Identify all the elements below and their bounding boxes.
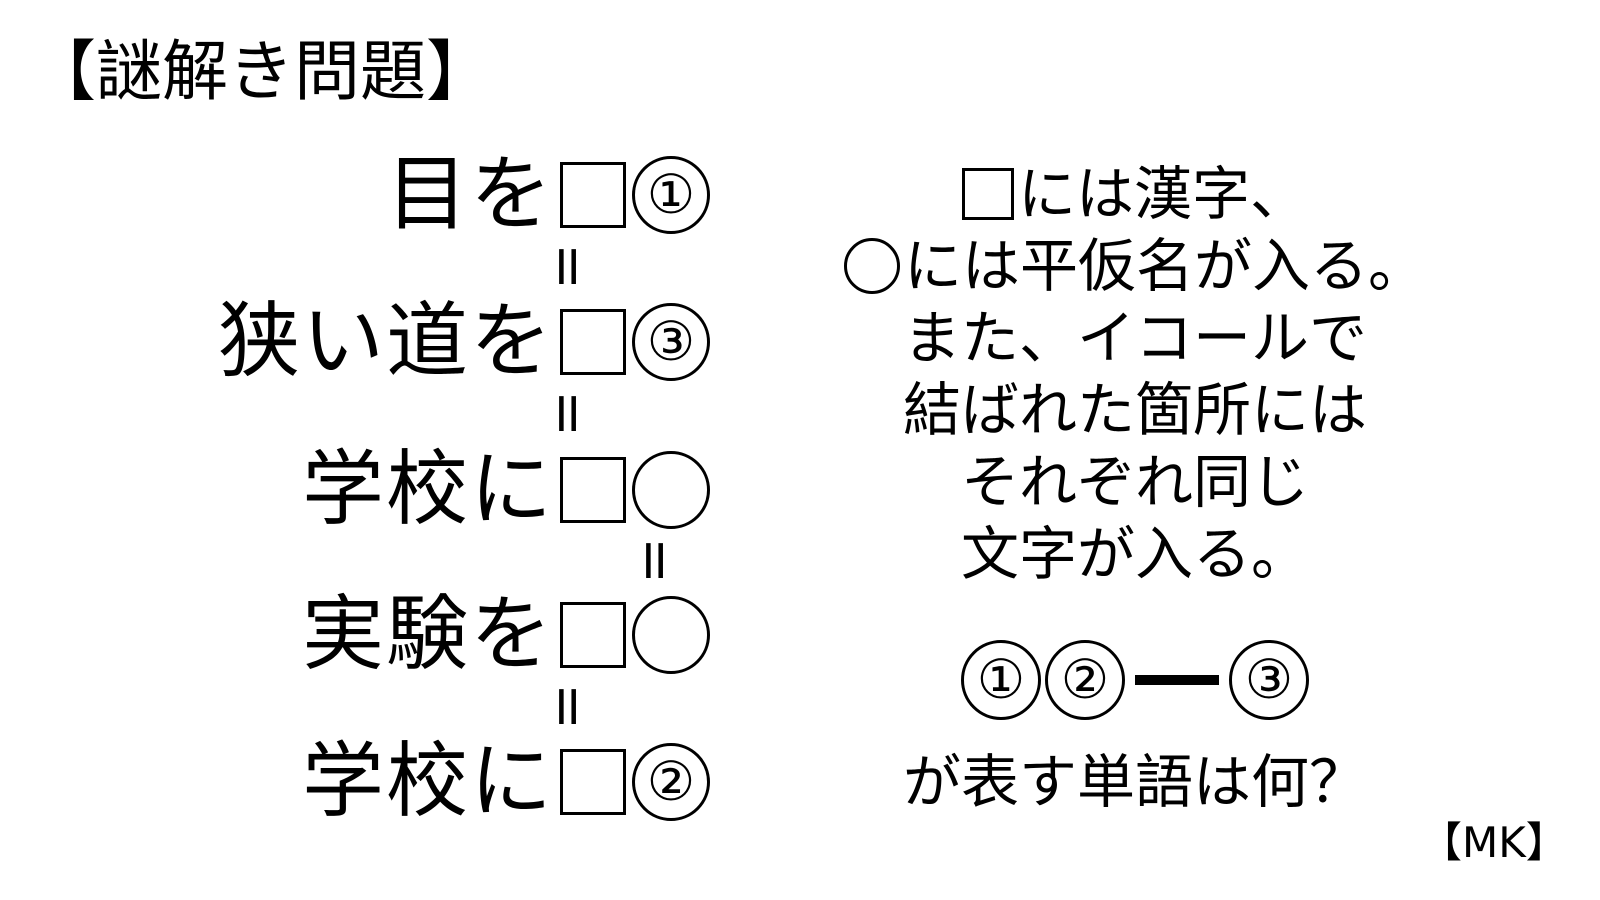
rule-line-1: には漢字、 <box>790 158 1480 230</box>
puzzle-row-1: 目を ① <box>0 145 710 245</box>
rule-line-2-text: には平仮名が入る。 <box>903 232 1426 300</box>
equal-sign-vertical-4: ॥ <box>548 673 582 738</box>
kanji-blank-box <box>560 457 626 523</box>
equal-sign-vertical-1: ॥ <box>548 233 582 298</box>
puzzle-row-2: 狭い道を ③ <box>0 292 710 392</box>
kanji-blank-box <box>560 749 626 815</box>
rule-line-5: それぞれ同じ <box>960 448 1309 516</box>
rule-line-2: には平仮名が入る。 <box>790 230 1480 302</box>
equal-sign-vertical-3: ॥ <box>635 527 669 592</box>
equal-sign-vertical-2: ॥ <box>548 380 582 445</box>
rule-line-3: また、イコールで <box>902 304 1367 372</box>
row-2-text: 狭い道を <box>217 294 554 389</box>
circled-number-3: ③ <box>632 303 710 381</box>
formula-circled-3: ③ <box>1229 640 1309 720</box>
kanji-blank-box <box>560 602 626 668</box>
kanji-blank-box <box>560 309 626 375</box>
puzzle-row-5: 学校に ② <box>0 732 710 832</box>
puzzle-row-3: 学校に <box>0 440 710 540</box>
circled-number-1: ① <box>632 156 710 234</box>
circled-number-2: ② <box>632 743 710 821</box>
formula-circled-1: ① <box>961 640 1041 720</box>
rule-line-4: 結ばれた箇所には <box>902 376 1367 444</box>
formula-circled-2: ② <box>1045 640 1125 720</box>
kanji-blank-box <box>560 162 626 228</box>
hiragana-blank-circle <box>632 596 710 674</box>
row-5-text: 学校に <box>301 734 554 829</box>
question-text: が表す単語は何？ <box>902 748 1367 816</box>
rule-line-6: 文字が入る。 <box>960 520 1309 588</box>
row-4-text: 実験を <box>301 587 554 682</box>
long-vowel-dash <box>1135 675 1219 685</box>
author-signature: 【MK】 <box>1420 818 1568 867</box>
rule-line-1-text: には漢字、 <box>1017 160 1308 228</box>
row-1-text: 目を <box>385 147 554 242</box>
puzzle-title: 【謎解き問題】 <box>30 33 492 110</box>
puzzle-row-4: 実験を <box>0 585 710 685</box>
row-3-text: 学校に <box>301 442 554 537</box>
blank-box-symbol <box>961 168 1014 220</box>
hiragana-blank-circle <box>632 451 710 529</box>
answer-formula: ① ② ③ <box>790 640 1480 720</box>
rules-text: には漢字、 には平仮名が入る。 また、イコールで 結ばれた箇所には それぞれ同じ… <box>790 158 1480 590</box>
blank-circle-symbol <box>843 238 900 294</box>
